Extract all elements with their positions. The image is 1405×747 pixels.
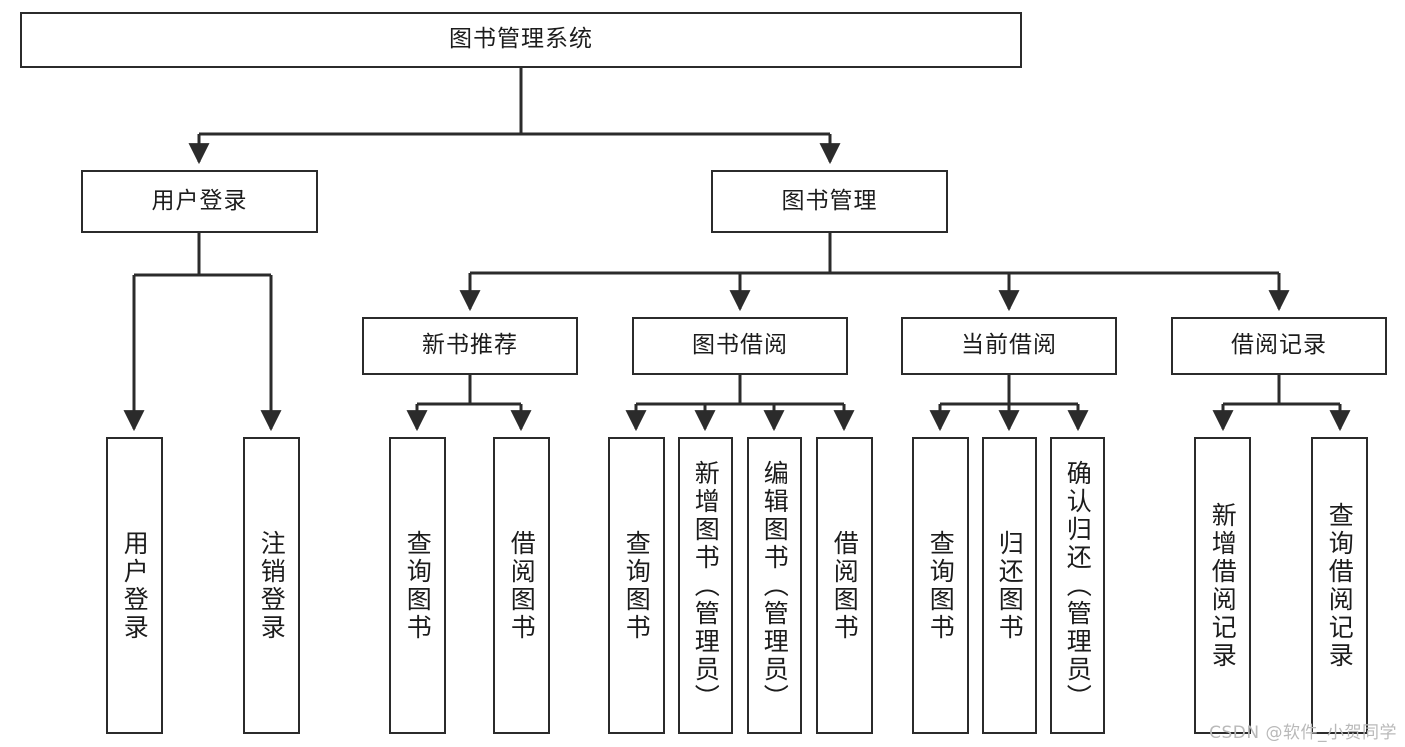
node-leaf-query-record[interactable]: 查询借阅记录 [1311, 437, 1368, 734]
node-leaf-return-book[interactable]: 归还图书 [982, 437, 1037, 734]
node-leaf-query-book-2-label: 查询图书 [622, 529, 652, 642]
node-leaf-edit-book-label: 编辑图书（管理员） [760, 459, 790, 712]
node-leaf-confirm-return-label: 确认归还（管理员） [1063, 459, 1093, 712]
node-leaf-user-login-label: 用户登录 [120, 529, 150, 642]
node-borrow-record-label: 借阅记录 [1231, 332, 1327, 359]
node-root-label: 图书管理系统 [449, 26, 593, 53]
node-book-manage-label: 图书管理 [781, 187, 878, 214]
node-leaf-add-record[interactable]: 新增借阅记录 [1194, 437, 1251, 734]
node-leaf-query-book-1[interactable]: 查询图书 [389, 437, 446, 734]
node-leaf-edit-book[interactable]: 编辑图书（管理员） [747, 437, 802, 734]
csdn-watermark: CSDN @软件_小贺同学 [1209, 723, 1397, 743]
node-leaf-borrow-book-2[interactable]: 借阅图书 [816, 437, 873, 734]
node-user-login-label: 用户登录 [151, 187, 248, 214]
node-book-borrow-label: 图书借阅 [692, 332, 788, 359]
node-leaf-add-record-label: 新增借阅记录 [1208, 501, 1238, 670]
node-leaf-query-record-label: 查询借阅记录 [1325, 501, 1355, 670]
node-new-book-recommend-label: 新书推荐 [422, 332, 518, 359]
node-leaf-logout-login-label: 注销登录 [257, 529, 287, 642]
node-leaf-query-book-3[interactable]: 查询图书 [912, 437, 969, 734]
node-root[interactable]: 图书管理系统 [20, 12, 1022, 68]
node-current-borrow-label: 当前借阅 [961, 332, 1057, 359]
node-leaf-query-book-2[interactable]: 查询图书 [608, 437, 665, 734]
node-leaf-confirm-return[interactable]: 确认归还（管理员） [1050, 437, 1105, 734]
node-leaf-borrow-book-2-label: 借阅图书 [830, 529, 860, 642]
node-leaf-borrow-book-1[interactable]: 借阅图书 [493, 437, 550, 734]
node-book-manage[interactable]: 图书管理 [711, 170, 948, 233]
node-leaf-return-book-label: 归还图书 [995, 529, 1025, 642]
node-leaf-add-book[interactable]: 新增图书（管理员） [678, 437, 733, 734]
node-leaf-add-book-label: 新增图书（管理员） [691, 459, 721, 712]
node-leaf-borrow-book-1-label: 借阅图书 [507, 529, 537, 642]
node-leaf-logout-login[interactable]: 注销登录 [243, 437, 300, 734]
node-current-borrow[interactable]: 当前借阅 [901, 317, 1117, 375]
node-leaf-query-book-1-label: 查询图书 [403, 529, 433, 642]
node-new-book-recommend[interactable]: 新书推荐 [362, 317, 578, 375]
node-book-borrow[interactable]: 图书借阅 [632, 317, 848, 375]
node-leaf-query-book-3-label: 查询图书 [926, 529, 956, 642]
node-user-login[interactable]: 用户登录 [81, 170, 318, 233]
node-leaf-user-login[interactable]: 用户登录 [106, 437, 163, 734]
node-borrow-record[interactable]: 借阅记录 [1171, 317, 1387, 375]
